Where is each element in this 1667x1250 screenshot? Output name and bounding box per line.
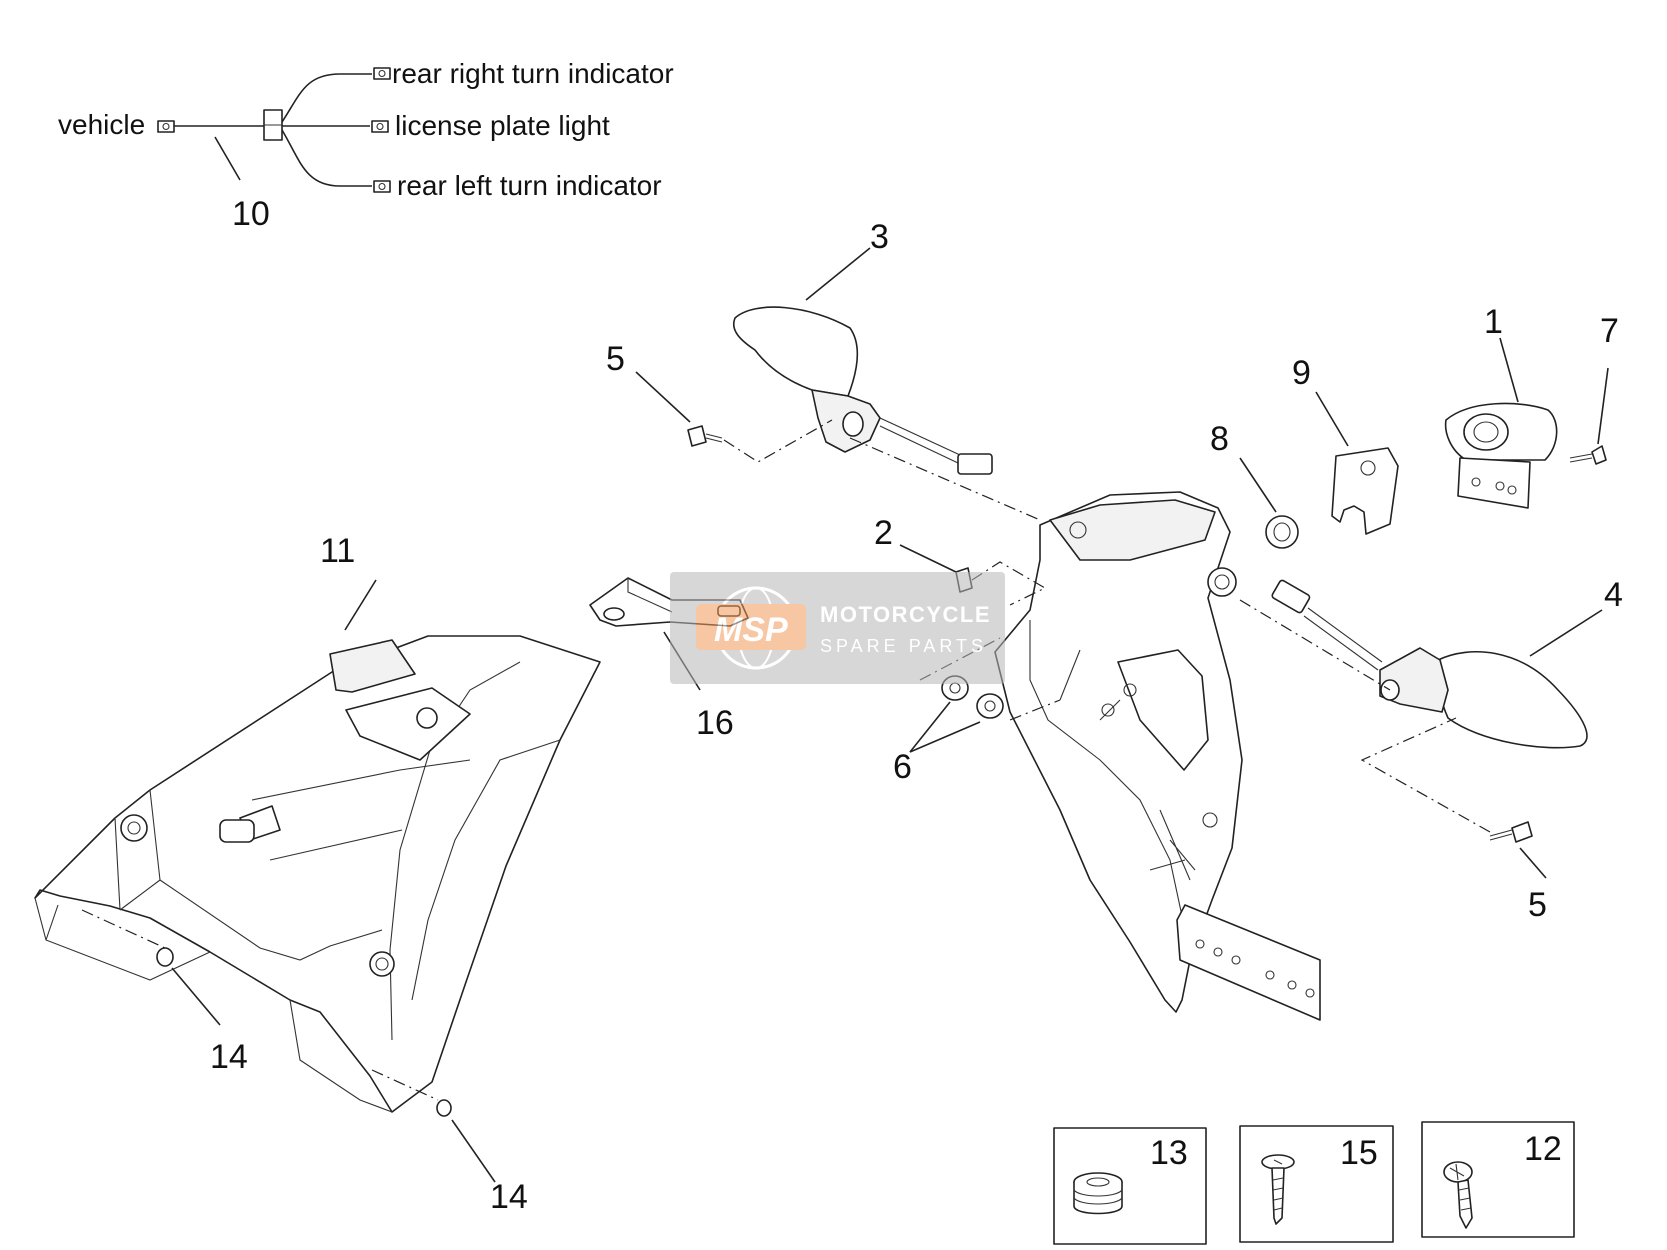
part-8-grommet: 8 (1210, 420, 1299, 549)
callout-4: 4 (1604, 576, 1623, 614)
part-5-bolt-lower: 5 (1360, 717, 1547, 924)
callout-7: 7 (1600, 312, 1619, 350)
callout-8: 8 (1210, 420, 1229, 458)
callout-14-left: 14 (210, 1038, 248, 1076)
callout-6: 6 (893, 748, 912, 786)
part-7-screw: 7 (1569, 312, 1619, 465)
callout-16: 16 (696, 704, 734, 742)
part-9-plate: 9 (1292, 354, 1399, 535)
part-11-tail-fairing: 11 (34, 532, 601, 1113)
msp-logo-text: MSP (714, 611, 788, 649)
connector-icon (1271, 579, 1311, 614)
bolt-icon (687, 425, 707, 447)
part-15-box: 15 (1239, 1125, 1394, 1243)
callout-11: 11 (320, 532, 355, 570)
wiring-harness-schematic: vehicle rear right turn indicator licens… (58, 58, 674, 233)
part-13-box: 13 (1053, 1127, 1207, 1245)
part-1-license-plate-light: 1 (1444, 303, 1558, 509)
callout-2: 2 (874, 514, 893, 552)
screw-icon (1591, 445, 1607, 465)
part-5-bolt-upper: 5 (606, 340, 833, 463)
connector-icon (957, 453, 993, 475)
rear-left-turn-indicator-label: rear left turn indicator (397, 170, 662, 201)
watermark-line1: MOTORCYCLE (820, 602, 991, 627)
bolt-icon (1511, 821, 1533, 843)
callout-15: 15 (1340, 1134, 1378, 1172)
callout-9: 9 (1292, 354, 1311, 392)
fairing-mount-boss-icon (219, 819, 255, 843)
vehicle-label: vehicle (58, 109, 145, 140)
callout-12: 12 (1524, 1130, 1562, 1168)
rear-left-indicator-connector-icon (373, 180, 391, 193)
part-14-bushings: 14 14 (81, 909, 528, 1216)
callout-14-right: 14 (490, 1178, 528, 1216)
watermark-line2: SPARE PARTS (820, 636, 987, 656)
callout-10: 10 (232, 195, 270, 233)
rear-right-turn-indicator-label: rear right turn indicator (392, 58, 674, 89)
callout-5-lower: 5 (1528, 886, 1547, 924)
part-3-turn-indicator: 3 (733, 218, 1041, 521)
bushing-icon (436, 1099, 452, 1117)
license-plate-light-label: license plate light (395, 110, 610, 141)
vehicle-connector-icon (157, 120, 175, 133)
part-box (1239, 1125, 1394, 1243)
grommet-icon (1265, 515, 1299, 549)
license-plate-holder (994, 491, 1321, 1021)
msp-watermark: MSP MOTORCYCLE SPARE PARTS (670, 572, 1005, 684)
callout-3: 3 (870, 218, 889, 256)
callout-13: 13 (1150, 1134, 1188, 1172)
license-plate-light-connector-icon (371, 120, 389, 133)
msp-logo-badge (696, 604, 806, 650)
part-4-turn-indicator: 4 (1239, 576, 1623, 749)
nut-icon (976, 693, 1004, 719)
watermark-background (670, 572, 1005, 684)
callout-1: 1 (1484, 303, 1503, 341)
bushing-icon (156, 947, 174, 967)
rear-right-indicator-connector-icon (373, 67, 391, 80)
part-12-box: 12 (1421, 1121, 1575, 1238)
callout-5-upper: 5 (606, 340, 625, 378)
